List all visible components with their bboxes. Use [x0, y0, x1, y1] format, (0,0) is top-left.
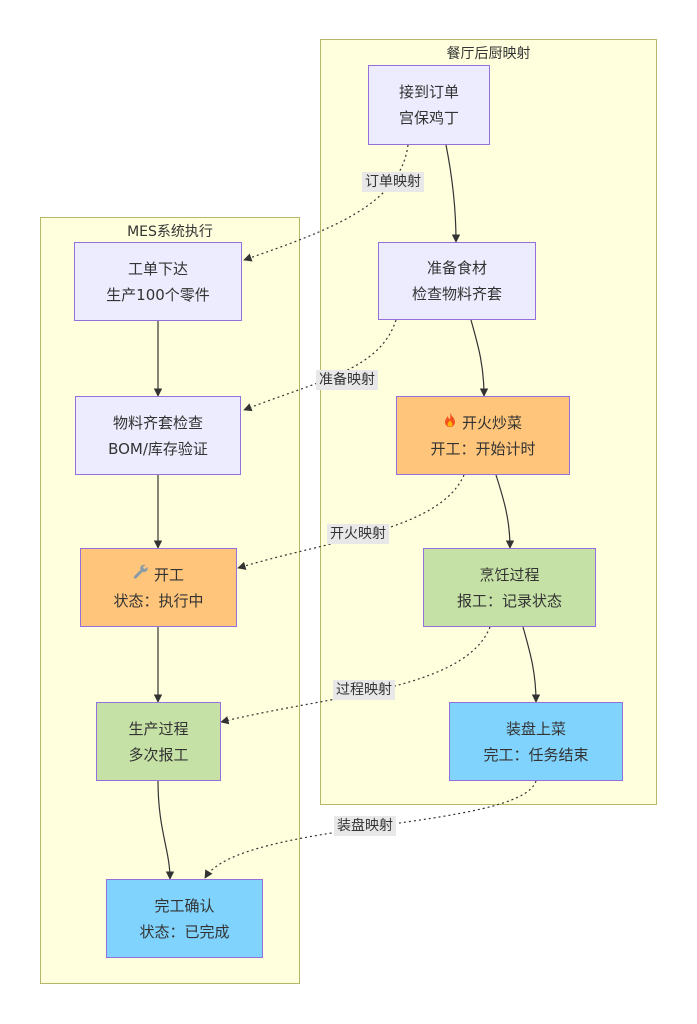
node-mes-order: 工单下达 生产100个零件	[74, 242, 242, 321]
node-mes-process-line2: 多次报工	[128, 745, 189, 764]
group-kitchen-title: 餐厅后厨映射	[446, 46, 531, 62]
node-mes-process-line1: 生产过程	[128, 719, 189, 738]
edge-k-order-to-prep	[445, 144, 461, 243]
node-mes-done: 完工确认 状态：已完成	[106, 879, 263, 958]
node-mes-done-line1: 完工确认	[154, 896, 215, 915]
edge-label-prep-map: 准备映射	[316, 370, 378, 390]
edge-k-prep-to-fire	[470, 319, 489, 397]
node-kitchen-cook-line2: 报工：记录状态	[456, 591, 562, 610]
node-mes-start-line1: 开工	[153, 565, 184, 584]
node-kitchen-order: 接到订单 宫保鸡丁	[368, 65, 490, 145]
node-kitchen-fire-line2: 开工：开始计时	[430, 439, 536, 458]
wrench-icon	[133, 562, 148, 588]
node-kitchen-cook-line1: 烹饪过程	[479, 565, 540, 584]
node-kitchen-cook: 烹饪过程 报工：记录状态	[423, 548, 596, 627]
node-kitchen-order-line2: 宫保鸡丁	[398, 109, 459, 127]
node-kitchen-prep: 准备食材 检查物料齐套	[378, 242, 536, 320]
node-kitchen-order-line1: 接到订单	[398, 83, 459, 101]
node-mes-order-line2: 生产100个零件	[106, 285, 210, 304]
node-mes-done-line2: 状态：已完成	[139, 922, 230, 941]
edge-k-fire-to-cook	[495, 474, 515, 549]
edge-k-cook-to-plate	[522, 626, 541, 703]
node-kitchen-fire: 开火炒菜 开工：开始计时	[396, 396, 570, 475]
edge-map-plate	[204, 780, 537, 879]
edge-label-plate-map: 装盘映射	[334, 816, 396, 836]
edge-m-process-to-done	[157, 780, 175, 880]
node-mes-kit-line2: BOM/库存验证	[108, 439, 208, 458]
node-kitchen-plate: 装盘上菜 完工：任务结束	[449, 702, 623, 781]
node-mes-start-line2: 状态：执行中	[113, 591, 204, 610]
node-mes-kit-line1: 物料齐套检查	[112, 413, 203, 432]
edge-label-process-map: 过程映射	[333, 680, 395, 700]
node-mes-kit: 物料齐套检查 BOM/库存验证	[75, 396, 241, 475]
node-kitchen-plate-line1: 装盘上菜	[505, 719, 566, 738]
node-kitchen-fire-line1: 开火炒菜	[461, 413, 522, 432]
fire-icon	[444, 410, 456, 436]
edge-label-fire-map: 开火映射	[327, 524, 389, 544]
group-mes-title: MES系统执行	[127, 224, 213, 240]
node-mes-start: 开工 状态：执行中	[80, 548, 237, 627]
node-mes-order-line1: 工单下达	[127, 259, 188, 278]
edge-map-order	[243, 144, 409, 262]
node-mes-process: 生产过程 多次报工	[96, 702, 221, 781]
node-kitchen-plate-line2: 完工：任务结束	[483, 745, 589, 764]
edge-map-prep	[243, 319, 397, 412]
node-kitchen-prep-line2: 检查物料齐套	[411, 285, 502, 303]
edge-map-process	[220, 626, 491, 725]
edge-label-order-map: 订单映射	[362, 172, 424, 192]
node-kitchen-prep-line1: 准备食材	[426, 259, 487, 277]
